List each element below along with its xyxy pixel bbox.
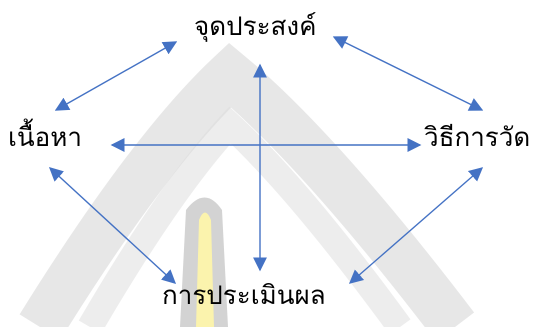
arrow-right-bottom <box>350 168 482 283</box>
node-measurement-methods: วิธีการวัด <box>424 125 530 151</box>
arrow-left-bottom <box>50 168 175 283</box>
arrow-top-right <box>334 37 482 110</box>
node-evaluation: การประเมินผล <box>162 283 326 309</box>
node-objectives: จุดประสงค์ <box>194 14 317 40</box>
node-content: เนื้อหา <box>8 125 82 151</box>
arrow-top-left <box>56 42 176 110</box>
